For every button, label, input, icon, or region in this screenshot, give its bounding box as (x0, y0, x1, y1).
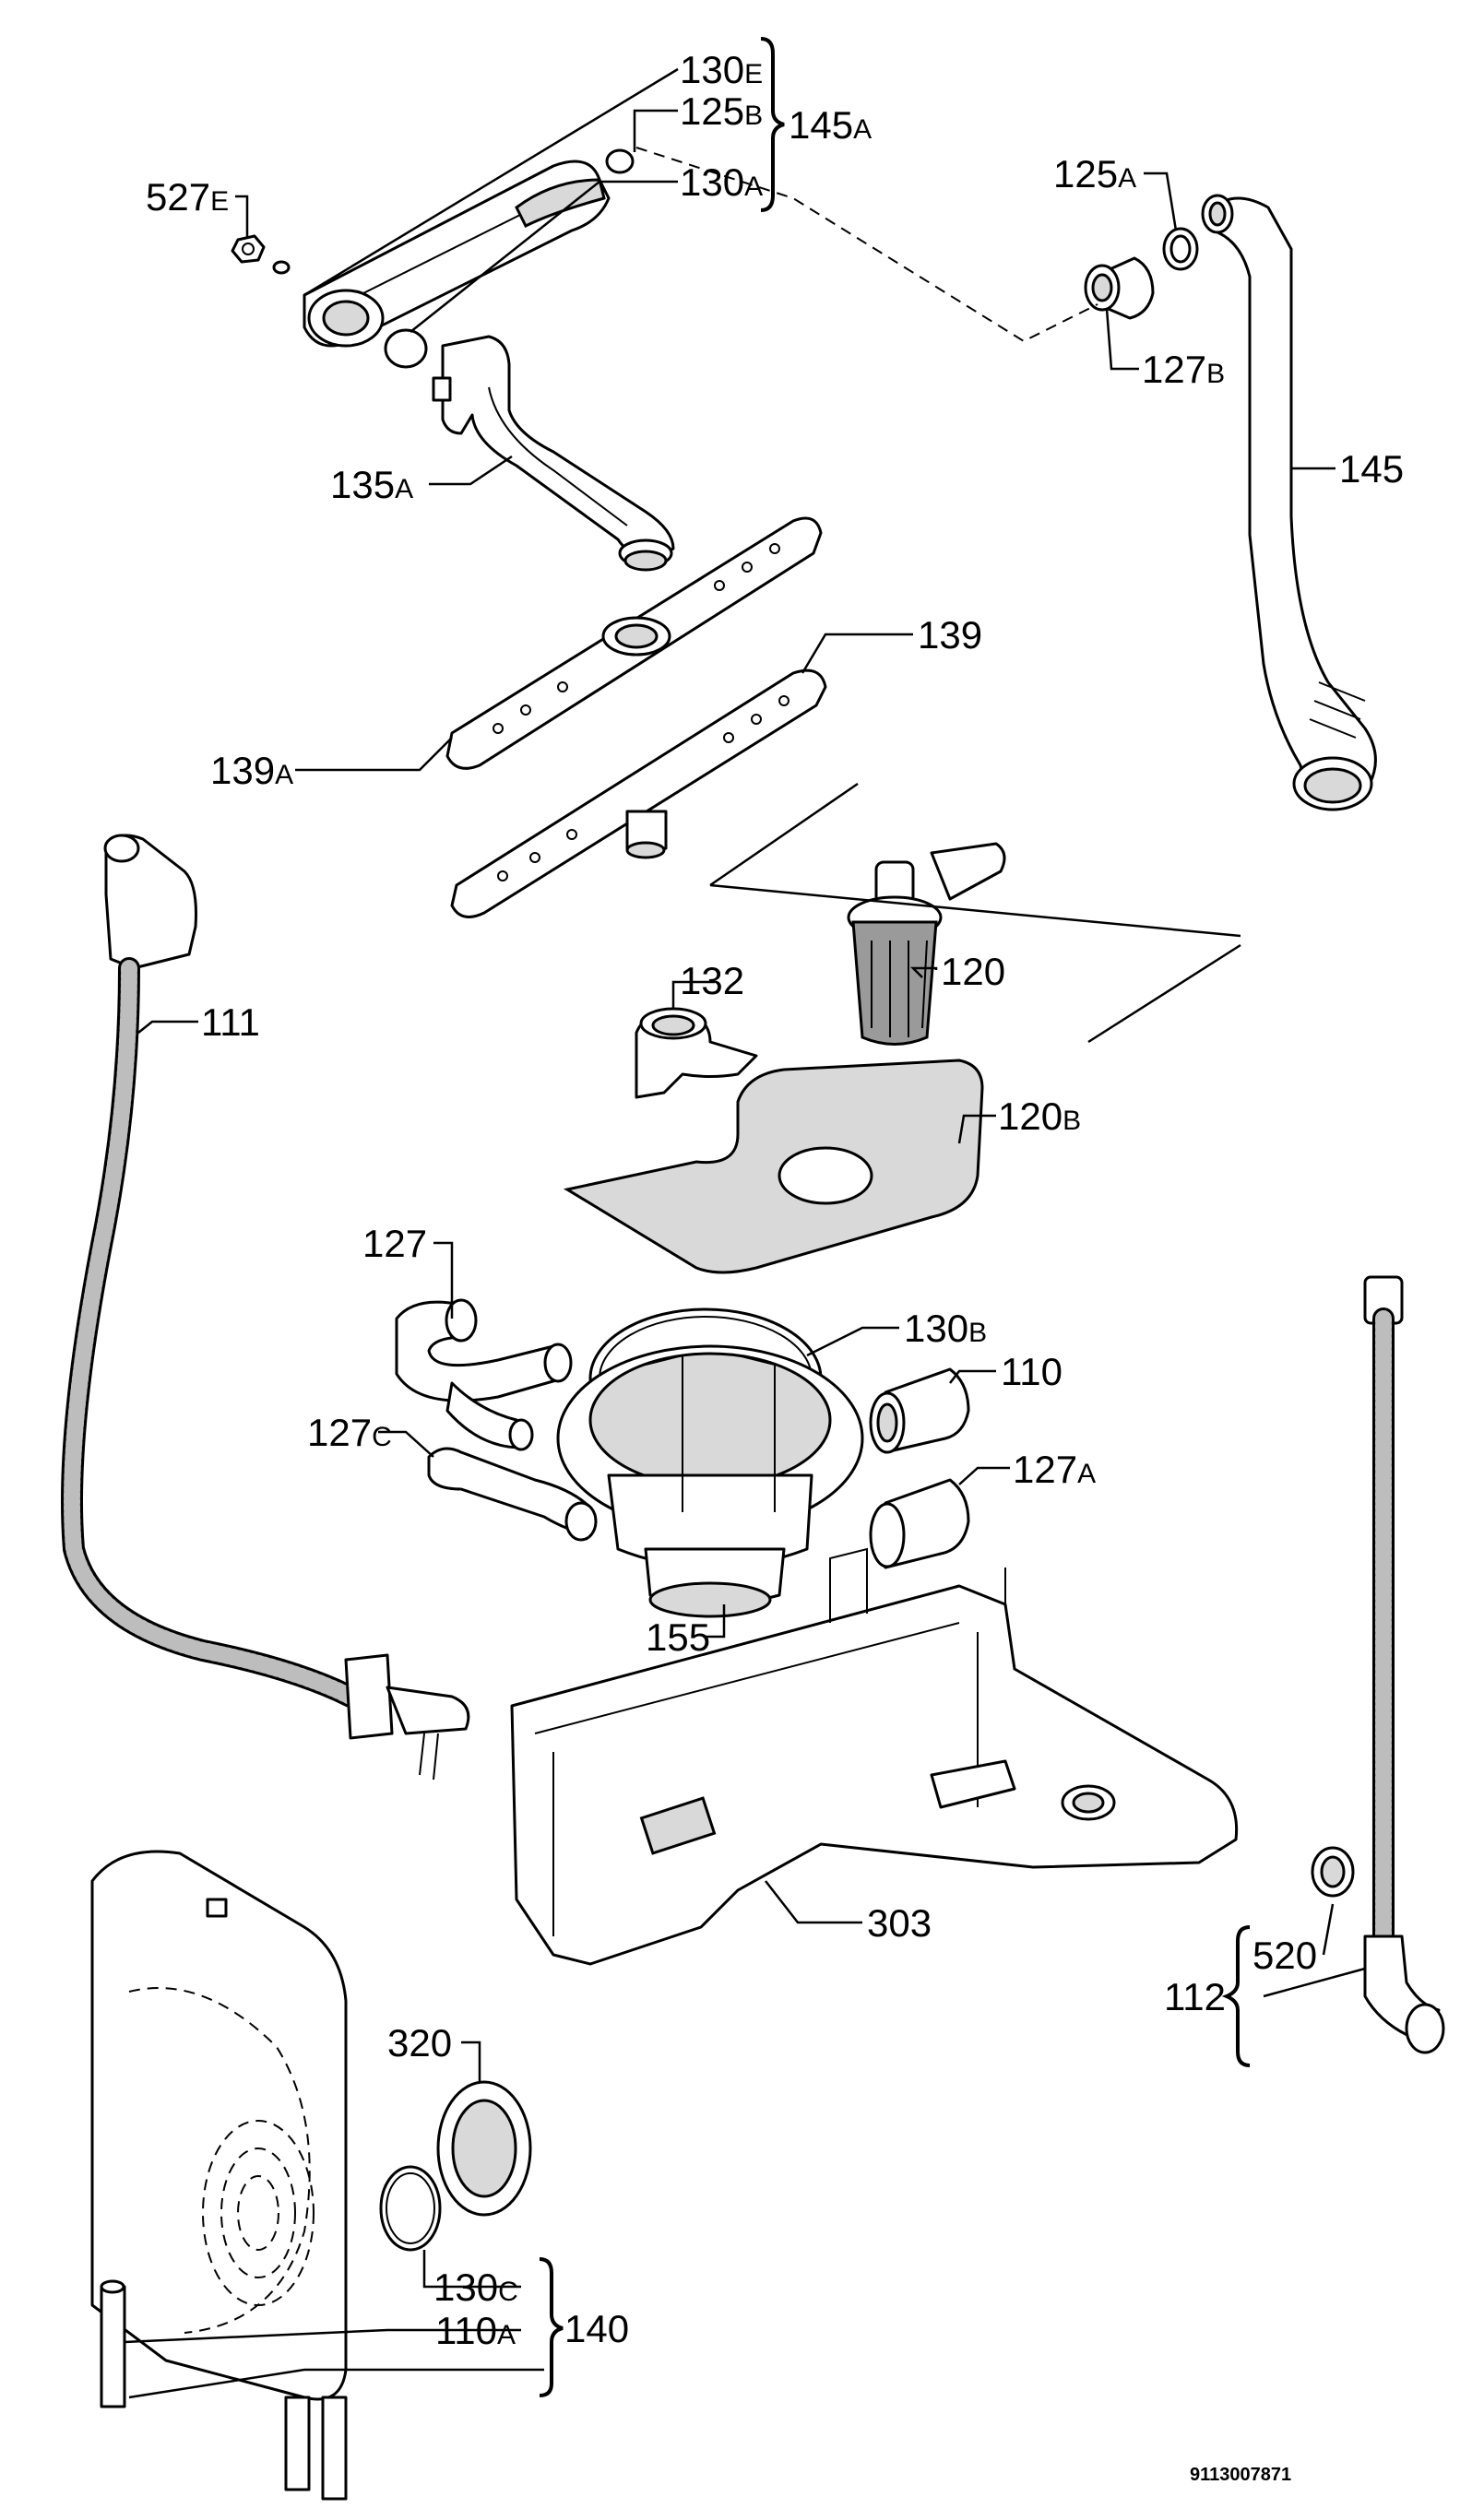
part-145-drain-hose[interactable] (1201, 194, 1377, 811)
label-155: 155 (646, 1615, 710, 1659)
label-135A: 135A (330, 463, 413, 506)
drawing-code: 9113007871 (1190, 2465, 1291, 2485)
label-125B: 125B (680, 89, 763, 133)
label-111: 111 (201, 1000, 260, 1044)
label-130A: 130A (680, 160, 763, 204)
label-303: 303 (867, 1901, 932, 1945)
leader-lines (124, 67, 1366, 2399)
part-120B-flat-filter[interactable] (563, 1059, 984, 1274)
label-140: 140 (564, 2307, 629, 2350)
part-127-hose[interactable] (395, 1298, 573, 1451)
part-130A-seal[interactable] (384, 328, 428, 369)
label-145: 145 (1339, 447, 1404, 491)
part-140-side-tank[interactable] (90, 1850, 348, 2501)
label-130E: 130E (680, 48, 763, 91)
part-112-drain-pipe[interactable] (1363, 1275, 1445, 2054)
label-120B: 120B (998, 1094, 1081, 1138)
part-110A-tube[interactable] (100, 2279, 126, 2408)
label-127B: 127B (1142, 348, 1225, 391)
part-120-filter[interactable] (847, 842, 1006, 1046)
label-110: 110 (1001, 1350, 1062, 1393)
part-139A-upper-spray-arm[interactable] (445, 516, 823, 770)
label-127A: 127A (1013, 1448, 1096, 1491)
label-139A: 139A (210, 749, 293, 792)
part-125B-o-ring[interactable] (605, 148, 635, 174)
part-132-valve[interactable] (635, 1007, 758, 1099)
part-labels: 130E 125B 145A 130A 527E 125A 127B 145 1… (146, 48, 1404, 2485)
part-303-base-frame[interactable] (510, 1547, 1239, 1966)
label-127C: 127C (307, 1411, 392, 1454)
part-139-lower-spray-arm[interactable] (450, 668, 827, 918)
part-127B-connector[interactable] (1084, 256, 1155, 320)
label-320: 320 (387, 2021, 452, 2065)
label-127: 127 (362, 1222, 427, 1265)
label-112: 112 (1164, 1975, 1226, 2018)
part-127C-hose[interactable] (427, 1447, 598, 1542)
part-520-clip[interactable] (1311, 1846, 1355, 1898)
part-130C-ring[interactable] (379, 2165, 442, 2252)
part-125A-o-ring[interactable] (1162, 227, 1199, 271)
label-132: 132 (680, 959, 744, 1002)
label-145A: 145A (789, 103, 872, 147)
part-127A-sleeve[interactable] (869, 1478, 970, 1569)
label-130B: 130B (904, 1307, 987, 1350)
part-sump[interactable] (556, 1344, 864, 1618)
label-527E: 527E (146, 175, 229, 219)
part-111-inlet-hose[interactable] (61, 834, 470, 1781)
label-120: 120 (941, 950, 1005, 993)
group-braces (539, 37, 1251, 2397)
label-139: 139 (918, 613, 982, 657)
part-110-hose-connector[interactable] (869, 1367, 970, 1454)
part-135A-arm-feed[interactable] (432, 335, 675, 572)
label-110A: 110A (435, 2309, 516, 2352)
part-527E-nut[interactable] (231, 234, 291, 275)
label-125A: 125A (1053, 152, 1136, 195)
label-130C: 130C (433, 2266, 518, 2309)
label-520: 520 (1252, 1934, 1317, 1977)
part-320-seal[interactable] (436, 2080, 532, 2217)
part-145A-supply-pipe[interactable] (303, 160, 611, 348)
